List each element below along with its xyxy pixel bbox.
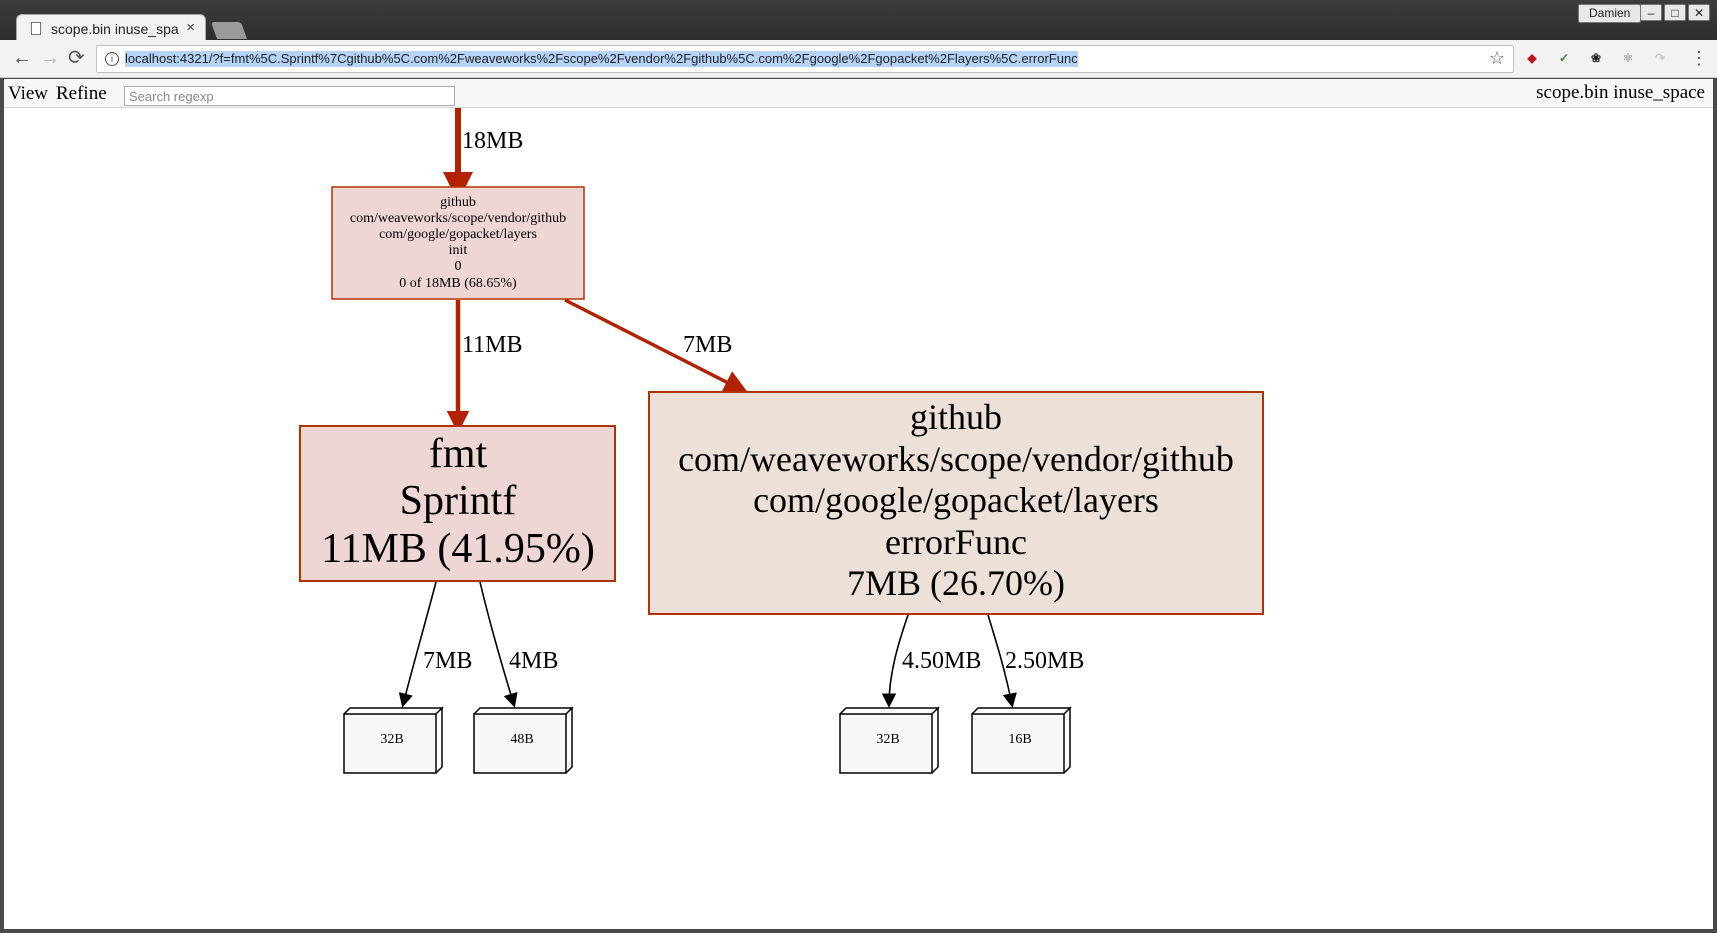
forward-arrow-icon[interactable]: → bbox=[40, 47, 60, 69]
info-icon[interactable]: i bbox=[105, 52, 119, 66]
node-errorfunc-line: com/google/gopacket/layers bbox=[753, 480, 1159, 520]
page-content: 18MB 11MB 7MB 7MB 4MB 4.50MB 2.50MB gith… bbox=[4, 79, 1713, 929]
edge-label-init-errorfunc: 7MB bbox=[683, 332, 732, 358]
tab-title: scope.bin inuse_space bbox=[51, 21, 179, 37]
node-errorfunc[interactable]: github com/weaveworks/scope/vendor/githu… bbox=[648, 391, 1264, 615]
new-tab-button[interactable] bbox=[210, 22, 248, 39]
edge-label-errorfunc-16b: 2.50MB bbox=[1005, 648, 1084, 674]
browser-toolbar: ← → ⟳ i localhost:4321/?f=fmt%5C.Sprintf… bbox=[0, 40, 1717, 78]
leaf-node[interactable]: 32B bbox=[839, 706, 940, 774]
pprof-header: View Refine scope.bin inuse_space bbox=[4, 79, 1713, 108]
check-arrow-icon[interactable]: ✓ bbox=[1558, 51, 1570, 65]
close-window-button[interactable]: ✕ bbox=[1688, 4, 1710, 21]
edge-label-sprintf-32b: 7MB bbox=[423, 648, 472, 674]
edge-label-errorfunc-32b: 4.50MB bbox=[902, 648, 981, 674]
bookmark-star-icon[interactable]: ☆ bbox=[1488, 48, 1505, 68]
node-errorfunc-line: com/weaveworks/scope/vendor/github bbox=[678, 439, 1234, 479]
react-icon[interactable]: ⚛ bbox=[1622, 51, 1634, 65]
refine-menu[interactable]: Refine bbox=[56, 83, 107, 104]
profile-title: scope.bin inuse_space bbox=[1536, 82, 1705, 103]
edge-init-errorfunc[interactable] bbox=[564, 298, 749, 394]
node-sprintf-line: Sprintf bbox=[400, 478, 517, 524]
node-init-line: 0 of 18MB (68.65%) bbox=[399, 276, 517, 291]
leaf-node[interactable]: 48B bbox=[473, 706, 574, 774]
edge-sprintf-48b[interactable] bbox=[479, 581, 518, 708]
reload-icon[interactable]: ⟳ bbox=[68, 47, 85, 69]
node-sprintf[interactable]: fmt Sprintf 11MB (41.95%) bbox=[299, 425, 616, 582]
node-init-line: 0 bbox=[455, 259, 462, 274]
maximize-button[interactable]: □ bbox=[1664, 4, 1686, 21]
node-errorfunc-line: 7MB (26.70%) bbox=[847, 563, 1065, 603]
pawprint-icon[interactable]: ❀ bbox=[1590, 51, 1602, 65]
minimize-button[interactable]: – bbox=[1640, 4, 1662, 21]
close-tab-icon[interactable]: × bbox=[186, 19, 195, 36]
address-bar[interactable]: i localhost:4321/?f=fmt%5C.Sprintf%7Cgit… bbox=[96, 45, 1514, 73]
edge-errorfunc-16b[interactable] bbox=[987, 614, 1017, 708]
leaf-node[interactable]: 32B bbox=[343, 706, 444, 774]
arrow-ext-icon[interactable]: ↷ bbox=[1654, 51, 1666, 65]
leaf-label: 32B bbox=[876, 732, 899, 747]
leaf-label: 16B bbox=[1008, 732, 1031, 747]
browser-tab[interactable]: scope.bin inuse_space × bbox=[16, 14, 206, 42]
document-icon bbox=[31, 22, 41, 35]
edge-label-init-sprintf: 11MB bbox=[462, 332, 522, 358]
node-init-line: github bbox=[440, 195, 476, 210]
edge-errorfunc-32b[interactable] bbox=[881, 614, 909, 708]
node-errorfunc-line: github bbox=[910, 397, 1002, 437]
profile-user-button[interactable]: Damien bbox=[1578, 4, 1642, 23]
view-menu[interactable]: View bbox=[8, 83, 49, 104]
leaf-node[interactable]: 16B bbox=[971, 706, 1072, 774]
node-init-line: com/weaveworks/scope/vendor/github bbox=[350, 211, 566, 226]
leaf-label: 48B bbox=[510, 732, 533, 747]
edge-label-sprintf-48b: 4MB bbox=[509, 648, 558, 674]
edge-sprintf-32b[interactable] bbox=[398, 581, 437, 708]
window-titlebar: scope.bin inuse_space × Damien – □ ✕ bbox=[0, 0, 1717, 42]
back-arrow-icon[interactable]: ← bbox=[12, 47, 32, 69]
node-sprintf-line: fmt bbox=[429, 431, 488, 477]
node-errorfunc-line: errorFunc bbox=[885, 522, 1027, 562]
callgraph: 18MB 11MB 7MB 7MB 4MB 4.50MB 2.50MB gith… bbox=[299, 99, 1264, 774]
node-init-line: init bbox=[449, 243, 468, 258]
ublock-icon[interactable]: ◆ bbox=[1527, 51, 1537, 65]
edge-label-input-init: 18MB bbox=[462, 128, 523, 154]
leaf-label: 32B bbox=[380, 732, 403, 747]
search-input[interactable] bbox=[124, 86, 455, 106]
node-init[interactable]: github com/weaveworks/scope/vendor/githu… bbox=[331, 186, 585, 300]
browser-menu-icon[interactable]: ⋮ bbox=[1690, 48, 1708, 68]
node-sprintf-line: 11MB (41.95%) bbox=[321, 526, 595, 572]
url-text[interactable]: localhost:4321/?f=fmt%5C.Sprintf%7Cgithu… bbox=[125, 51, 1078, 67]
node-init-line: com/google/gopacket/layers bbox=[379, 227, 537, 242]
